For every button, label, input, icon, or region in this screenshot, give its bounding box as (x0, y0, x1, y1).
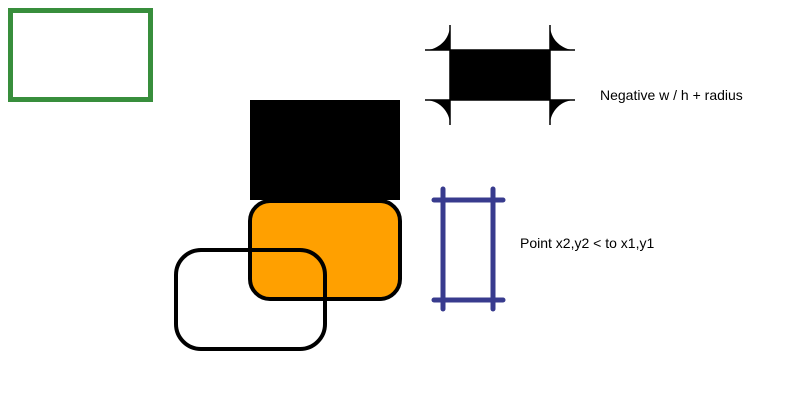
black-filled-rect (250, 100, 400, 200)
green-outline-rect (8, 8, 153, 102)
negative-radius-shape (425, 25, 575, 125)
outline-rounded-rect (174, 248, 327, 351)
negative-label: Negative w / h + radius (600, 87, 743, 103)
navy-swapped-point-rect (431, 186, 506, 312)
point-label: Point x2,y2 < to x1,y1 (520, 235, 654, 251)
